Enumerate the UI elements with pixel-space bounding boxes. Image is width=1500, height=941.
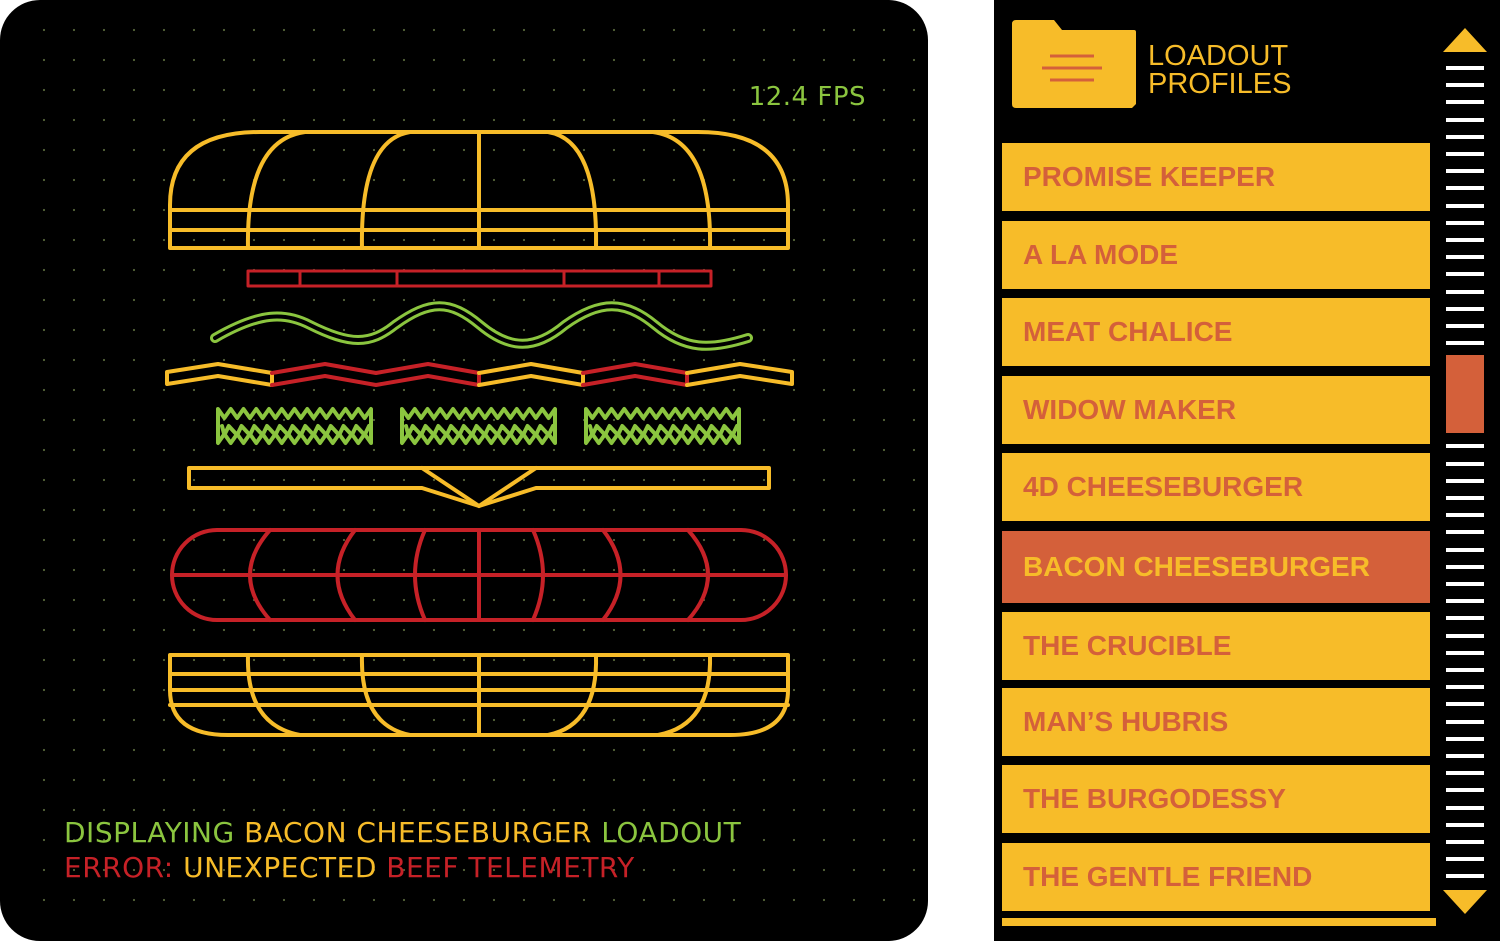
scroll-tick bbox=[1446, 272, 1484, 277]
scroll-tick bbox=[1446, 530, 1484, 535]
scroll-tick bbox=[1446, 461, 1484, 466]
scroll-down-arrow-icon[interactable] bbox=[1443, 890, 1487, 914]
scroll-tick bbox=[1446, 547, 1484, 552]
panel-title: LOADOUT PROFILES bbox=[1148, 40, 1292, 100]
scroll-tick bbox=[1446, 685, 1484, 690]
pickle-slice-ridge-2 bbox=[404, 424, 555, 437]
scroll-tick bbox=[1446, 152, 1484, 156]
status-error-label: ERROR: bbox=[64, 851, 174, 884]
list-bottom-rule bbox=[1002, 918, 1436, 926]
scroll-tick bbox=[1446, 616, 1484, 621]
lettuce-wave-inner bbox=[213, 304, 750, 348]
scroll-tick bbox=[1446, 788, 1484, 793]
zigzag-bacon-layer bbox=[165, 362, 794, 387]
fps-counter: 12.4 FPS bbox=[748, 82, 866, 112]
pickle-layer bbox=[216, 407, 741, 445]
scroll-tick bbox=[1446, 822, 1484, 827]
burger-wireframe-viewer: 12.4 FPS DISPLAYING BACON CHEESEBURGER L… bbox=[0, 0, 928, 941]
burger-wireframe bbox=[42, 28, 916, 902]
scroll-tick bbox=[1446, 478, 1484, 483]
scroll-tick bbox=[1446, 564, 1484, 569]
scroll-tick bbox=[1446, 186, 1484, 191]
pickle-slice-3 bbox=[584, 407, 741, 445]
profile-item-bacon-cheeseburger[interactable]: BACON CHEESEBURGER bbox=[1002, 531, 1430, 603]
top-bun-layer bbox=[168, 130, 790, 250]
scroll-tick bbox=[1446, 874, 1484, 879]
scroll-tick bbox=[1446, 220, 1484, 225]
scroll-tick bbox=[1446, 513, 1484, 518]
scroll-tick bbox=[1446, 650, 1484, 655]
bacon-strip-layer bbox=[246, 269, 713, 288]
profile-item-4d-cheeseburger[interactable]: 4D CHEESEBURGER bbox=[1002, 453, 1430, 521]
status-error-kind: UNEXPECTED bbox=[183, 851, 377, 884]
scroll-tick bbox=[1446, 324, 1484, 328]
scroll-tick bbox=[1446, 289, 1484, 294]
bottom-bun-layer bbox=[168, 653, 790, 737]
scroll-tick bbox=[1446, 805, 1484, 810]
scroll-tick bbox=[1446, 341, 1484, 346]
scroll-tick bbox=[1446, 702, 1484, 707]
scroll-tick bbox=[1446, 496, 1484, 500]
scroll-tick bbox=[1446, 117, 1484, 122]
scroll-tick bbox=[1446, 100, 1484, 105]
status-display-label: DISPLAYING bbox=[64, 816, 235, 849]
pickle-slice-ridge-1 bbox=[220, 424, 371, 437]
beef-patty-layer bbox=[170, 528, 788, 622]
scroll-tick bbox=[1446, 582, 1484, 586]
profile-list-scrollbar[interactable] bbox=[1438, 26, 1500, 918]
status-display-loadout-name: BACON CHEESEBURGER bbox=[244, 816, 592, 849]
scroll-tick bbox=[1446, 238, 1484, 242]
profile-item-widow-maker[interactable]: WIDOW MAKER bbox=[1002, 376, 1430, 444]
panel-title-line2: PROFILES bbox=[1148, 68, 1292, 100]
loadout-profiles-panel: LOADOUT PROFILES PROMISE KEEPER A LA MOD… bbox=[994, 0, 1500, 941]
folder-list-icon bbox=[1012, 20, 1136, 108]
profile-item-a-la-mode[interactable]: A LA MODE bbox=[1002, 221, 1430, 289]
pickle-slice-1 bbox=[216, 407, 373, 445]
scroll-tick bbox=[1446, 599, 1484, 604]
scroll-tick bbox=[1446, 754, 1484, 758]
scroll-tick bbox=[1446, 444, 1484, 449]
scroll-tick bbox=[1446, 857, 1484, 862]
scroll-thumb[interactable] bbox=[1446, 354, 1484, 433]
status-display-suffix: LOADOUT bbox=[601, 816, 742, 849]
scroll-tick bbox=[1446, 719, 1484, 724]
profile-item-the-burgodessy[interactable]: THE BURGODESSY bbox=[1002, 765, 1430, 833]
scroll-tick bbox=[1446, 169, 1484, 174]
scroll-up-arrow-icon[interactable] bbox=[1443, 28, 1487, 52]
panel-title-line1: LOADOUT bbox=[1148, 40, 1289, 72]
scroll-tick bbox=[1446, 736, 1484, 741]
dot-grid bbox=[42, 28, 916, 902]
profile-item-promise-keeper[interactable]: PROMISE KEEPER bbox=[1002, 143, 1430, 211]
profile-item-meat-chalice[interactable]: MEAT CHALICE bbox=[1002, 298, 1430, 366]
scroll-tick bbox=[1446, 306, 1484, 311]
scroll-tick bbox=[1446, 771, 1484, 776]
status-line-display: DISPLAYING BACON CHEESEBURGER LOADOUT bbox=[64, 816, 741, 849]
scroll-tick bbox=[1446, 134, 1484, 139]
pickle-slice-ridge-3 bbox=[588, 424, 739, 437]
scroll-tick bbox=[1446, 83, 1484, 88]
profile-item-the-gentle-friend[interactable]: THE GENTLE FRIEND bbox=[1002, 843, 1430, 911]
scroll-tick bbox=[1446, 66, 1484, 70]
cheese-slice-layer bbox=[187, 466, 771, 508]
profile-item-mans-hubris[interactable]: MAN’S HUBRIS bbox=[1002, 688, 1430, 756]
status-error-subject: BEEF TELEMETRY bbox=[386, 851, 635, 884]
status-line-error: ERROR: UNEXPECTED BEEF TELEMETRY bbox=[64, 851, 635, 884]
scroll-tick bbox=[1446, 668, 1484, 672]
scroll-tick bbox=[1446, 633, 1484, 638]
scroll-tick bbox=[1446, 840, 1484, 844]
profile-item-the-crucible[interactable]: THE CRUCIBLE bbox=[1002, 612, 1430, 680]
scroll-tick bbox=[1446, 203, 1484, 208]
scroll-tick bbox=[1446, 255, 1484, 260]
pickle-slice-2 bbox=[400, 407, 557, 445]
